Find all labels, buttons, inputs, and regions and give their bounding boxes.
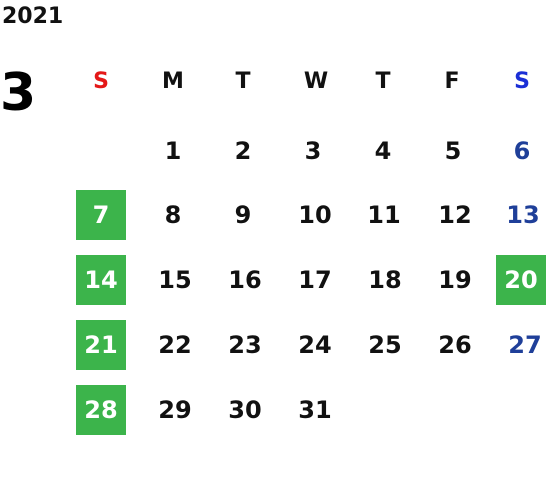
day-cell[interactable]: 8 <box>164 201 182 229</box>
weekday-header-saturday: S <box>514 68 530 94</box>
day-cell[interactable]: 31 <box>298 396 332 424</box>
day-cell[interactable]: 16 <box>228 266 262 294</box>
day-cell[interactable]: 2 <box>234 137 252 165</box>
weekday-header-sunday: S <box>93 68 109 94</box>
day-cell[interactable]: 11 <box>367 201 401 229</box>
day-cell[interactable]: 13 <box>506 201 540 229</box>
day-cell[interactable]: 1 <box>164 137 182 165</box>
day-cell[interactable]: 23 <box>228 331 262 359</box>
day-cell[interactable]: 3 <box>304 137 322 165</box>
day-cell[interactable]: 12 <box>438 201 472 229</box>
day-cell-highlighted[interactable]: 28 <box>76 385 126 435</box>
day-cell-highlighted[interactable]: 14 <box>76 255 126 305</box>
day-cell-highlighted[interactable]: 20 <box>496 255 546 305</box>
day-cell-highlighted[interactable]: 21 <box>76 320 126 370</box>
day-cell[interactable]: 27 <box>508 331 542 359</box>
weekday-header-thursday: T <box>375 68 391 94</box>
year-label: 2021 <box>2 4 64 29</box>
day-cell[interactable]: 5 <box>444 137 462 165</box>
weekday-header-wednesday: W <box>303 68 329 94</box>
weekday-header-friday: F <box>444 68 460 94</box>
weekday-header-monday: M <box>162 68 184 94</box>
day-cell[interactable]: 19 <box>438 266 472 294</box>
day-cell[interactable]: 25 <box>368 331 402 359</box>
day-cell[interactable]: 26 <box>438 331 472 359</box>
day-cell-highlighted[interactable]: 7 <box>76 190 126 240</box>
day-cell[interactable]: 6 <box>513 137 531 165</box>
day-cell[interactable]: 17 <box>298 266 332 294</box>
day-cell[interactable]: 18 <box>368 266 402 294</box>
day-cell[interactable]: 29 <box>158 396 192 424</box>
day-cell[interactable]: 24 <box>298 331 332 359</box>
weekday-header-tuesday: T <box>235 68 251 94</box>
month-label: 3 <box>0 63 37 123</box>
day-cell[interactable]: 9 <box>234 201 252 229</box>
day-cell[interactable]: 22 <box>158 331 192 359</box>
day-cell[interactable]: 4 <box>374 137 392 165</box>
day-cell[interactable]: 30 <box>228 396 262 424</box>
day-cell[interactable]: 15 <box>158 266 192 294</box>
day-cell[interactable]: 10 <box>298 201 332 229</box>
